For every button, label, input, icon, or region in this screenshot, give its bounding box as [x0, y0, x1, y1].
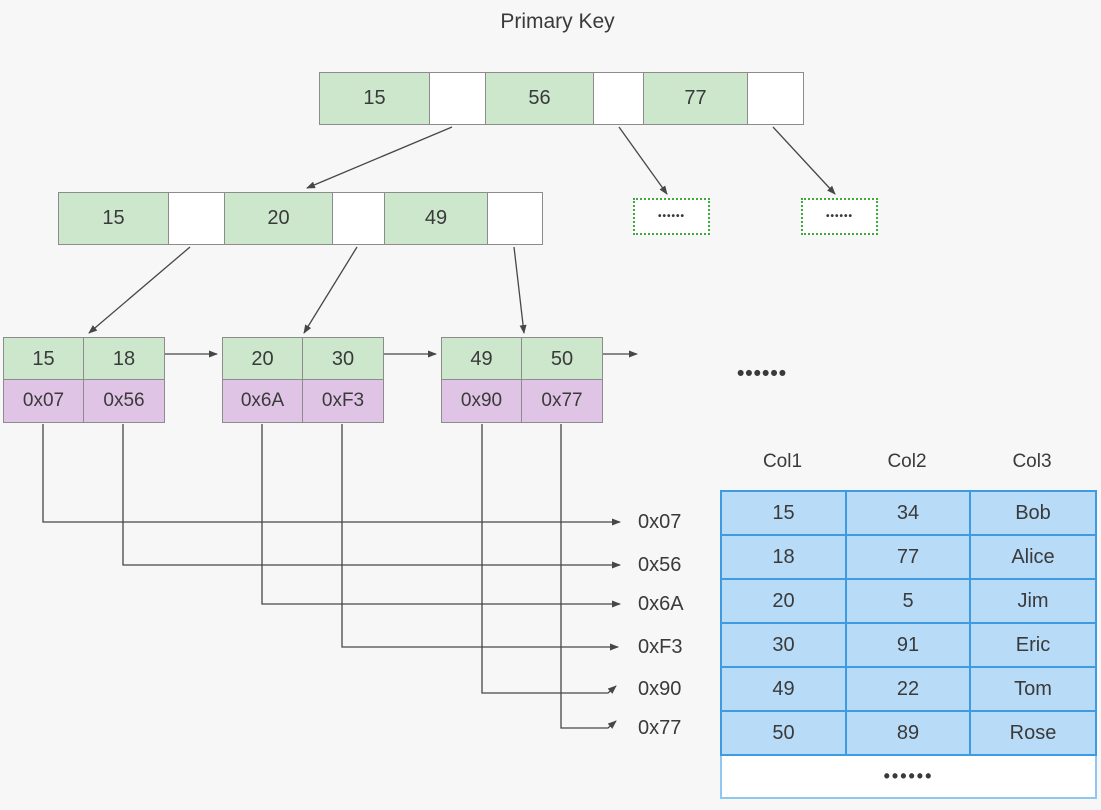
table-cell: Tom: [969, 666, 1097, 712]
key-cell: 56: [485, 73, 593, 124]
key-cell: 15: [320, 73, 429, 124]
address-label-0x56: 0x56: [638, 554, 682, 576]
root-node: 15 56 77: [319, 72, 804, 125]
arrow-internal-to-leaf-3: [513, 246, 527, 334]
table-cell: 50: [720, 710, 847, 756]
table-cell: Rose: [969, 710, 1097, 756]
arrow-root-to-placeholder-1: [618, 126, 668, 195]
column-header-col3: Col3: [1012, 451, 1052, 472]
address-cell: 0x77: [522, 380, 602, 422]
table-column-headers: Col1 Col2 Col3: [720, 451, 1095, 473]
address-label-0xF3: 0xF3: [638, 636, 683, 658]
table-cell: 77: [845, 534, 971, 580]
pointer-cell: [332, 193, 384, 244]
pointer-cell: [429, 73, 485, 124]
key-cell: 20: [224, 193, 332, 244]
table-row: 49 22 Tom: [720, 666, 1097, 712]
placeholder-dots: ••••••: [825, 211, 853, 222]
table-cell: Eric: [969, 622, 1097, 668]
address-label-0x6A: 0x6A: [638, 593, 684, 615]
leaf-node-1: 15 18 0x07 0x56: [3, 337, 165, 423]
table-cell: 49: [720, 666, 847, 712]
key-cell: 50: [522, 338, 602, 380]
address-label-0x07: 0x07: [638, 511, 682, 533]
table-cell: Jim: [969, 578, 1097, 624]
key-cell: 15: [59, 193, 168, 244]
table-cell: 34: [845, 490, 971, 536]
key-cell: 49: [442, 338, 522, 380]
more-rows-dots: ••••••: [720, 754, 1097, 799]
table-cell: 22: [845, 666, 971, 712]
key-cell: 77: [643, 73, 747, 124]
table-cell: Bob: [969, 490, 1097, 536]
column-header-col2: Col2: [887, 451, 927, 472]
pointer-cell: [487, 193, 542, 244]
table-cell: 91: [845, 622, 971, 668]
table-cell: Alice: [969, 534, 1097, 580]
pointer-arrow-0x90: [481, 424, 617, 694]
pointer-cell: [747, 73, 803, 124]
key-cell: 49: [384, 193, 487, 244]
collapsed-node-placeholder-2: ••••••: [801, 198, 878, 235]
pointer-arrow-0x6A: [261, 424, 621, 608]
data-table: 15 34 Bob 18 77 Alice 20 5 Jim 30 91 Eri…: [720, 490, 1097, 799]
table-row: 15 34 Bob: [720, 490, 1097, 536]
table-cell: 20: [720, 578, 847, 624]
address-label-0x77: 0x77: [638, 717, 682, 739]
leaf-node-2: 20 30 0x6A 0xF3: [222, 337, 384, 423]
table-cell: 5: [845, 578, 971, 624]
pointer-cell: [168, 193, 224, 244]
pointer-arrow-0x56: [122, 424, 621, 569]
address-cell: 0x6A: [223, 380, 303, 422]
arrow-internal-to-leaf-2: [303, 246, 358, 334]
address-cell: 0xF3: [303, 380, 383, 422]
key-cell: 15: [4, 338, 84, 380]
table-cell: 30: [720, 622, 847, 668]
collapsed-node-placeholder-1: ••••••: [633, 198, 710, 235]
table-row: 30 91 Eric: [720, 622, 1097, 668]
table-row: 50 89 Rose: [720, 710, 1097, 756]
pointer-arrow-0xF3: [341, 424, 619, 651]
pointer-arrow-0x07: [42, 424, 621, 526]
more-leaves-dots: ••••••: [736, 362, 788, 385]
key-cell: 30: [303, 338, 383, 380]
table-more-row: ••••••: [720, 754, 1097, 799]
table-row: 18 77 Alice: [720, 534, 1097, 580]
arrow-root-to-placeholder-2: [772, 126, 836, 195]
column-header-col1: Col1: [762, 451, 803, 472]
arrow-root-to-internal: [306, 126, 453, 189]
leaf-node-3: 49 50 0x90 0x77: [441, 337, 603, 423]
address-cell: 0x90: [442, 380, 522, 422]
placeholder-dots: ••••••: [657, 211, 685, 222]
table-cell: 89: [845, 710, 971, 756]
table-row: 20 5 Jim: [720, 578, 1097, 624]
address-label-0x90: 0x90: [638, 678, 682, 700]
address-cell: 0x56: [84, 380, 164, 422]
pointer-cell: [593, 73, 643, 124]
internal-node: 15 20 49: [58, 192, 543, 245]
diagram-title: Primary Key: [500, 10, 615, 33]
address-cell: 0x07: [4, 380, 84, 422]
arrow-internal-to-leaf-1: [88, 246, 191, 334]
pointer-arrow-0x77: [560, 424, 617, 729]
key-cell: 18: [84, 338, 164, 380]
key-cell: 20: [223, 338, 303, 380]
table-cell: 15: [720, 490, 847, 536]
table-cell: 18: [720, 534, 847, 580]
